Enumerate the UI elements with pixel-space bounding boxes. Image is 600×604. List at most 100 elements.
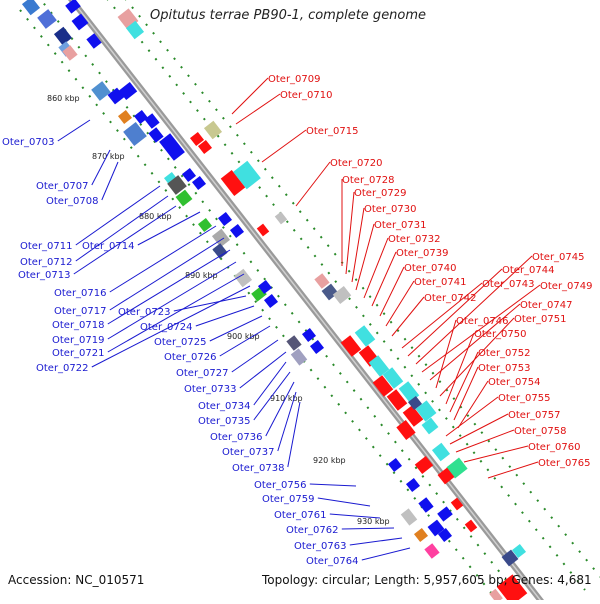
- accession-label: Accession: NC_010571: [8, 573, 145, 587]
- reverse-gene-label: Oter_0730: [364, 204, 417, 215]
- forward-gene-leader: [309, 483, 357, 487]
- reverse-gene-leader: [379, 266, 405, 317]
- forward-gene-leader: [329, 513, 381, 519]
- gene-block: [402, 405, 424, 427]
- forward-gene-leader: [173, 295, 247, 312]
- reverse-gene-label: Oter_0765: [538, 458, 591, 469]
- reverse-gene-leader: [445, 332, 475, 405]
- reverse-gene-leader: [449, 413, 509, 445]
- gene-block: [159, 133, 185, 161]
- gene-block: [148, 127, 164, 143]
- gene-block: [396, 420, 416, 440]
- kbp-label: 900 kbp: [227, 332, 260, 341]
- gene-block: [437, 527, 453, 543]
- gene-block: [191, 175, 207, 191]
- forward-gene-leader: [109, 225, 217, 293]
- gene-block: [382, 367, 404, 389]
- forward-gene-leader: [209, 315, 263, 342]
- forward-gene-leader: [349, 537, 403, 546]
- reverse-gene-label: Oter_0758: [514, 426, 567, 437]
- forward-gene-leader: [73, 205, 177, 275]
- kbp-label: 880 kbp: [139, 212, 172, 221]
- reverse-gene-label: Oter_0747: [520, 300, 573, 311]
- forward-gene-leader: [287, 401, 301, 468]
- gene-block: [125, 20, 145, 40]
- forward-gene-label: Oter_0735: [198, 416, 251, 427]
- gene-block: [424, 543, 440, 559]
- gene-block: [314, 273, 330, 289]
- gene-block: [372, 375, 394, 397]
- forward-gene-leader: [219, 325, 271, 357]
- reverse-gene-leader: [449, 351, 479, 413]
- genome-summary: Topology: circular; Length: 5,957,605 bp…: [262, 573, 592, 587]
- gene-block: [290, 348, 308, 366]
- forward-gene-label: Oter_0707: [36, 181, 89, 192]
- forward-gene-label: Oter_0713: [18, 270, 71, 281]
- gene-block: [197, 139, 213, 155]
- gene-block: [144, 113, 160, 129]
- kbp-label: 920 kbp: [313, 456, 346, 465]
- gene-block: [387, 457, 403, 473]
- reverse-gene-label: Oter_0731: [374, 220, 427, 231]
- gene-block: [181, 167, 197, 183]
- gene-block: [427, 519, 445, 537]
- gene-block: [413, 527, 429, 543]
- reverse-gene-leader: [295, 161, 331, 207]
- gene-block: [501, 549, 519, 567]
- forward-gene-leader: [91, 149, 111, 186]
- reverse-gene-label: Oter_0754: [488, 377, 541, 388]
- kbp-label: 860 kbp: [47, 94, 80, 103]
- reverse-gene-label: Oter_0750: [474, 329, 527, 340]
- gene-block: [211, 228, 231, 248]
- forward-gene-leader: [253, 361, 287, 406]
- gene-block: [233, 160, 261, 190]
- gene-block: [446, 457, 468, 479]
- gene-block: [340, 335, 362, 357]
- reverse-gene-leader: [421, 284, 541, 373]
- forward-gene-leader: [107, 249, 231, 325]
- forward-gene-leader: [195, 305, 255, 327]
- gene-block: [431, 442, 451, 462]
- gene-block: [229, 223, 245, 239]
- reverse-gene-leader: [463, 445, 529, 463]
- forward-gene-leader: [231, 339, 279, 373]
- genome-title: Opitutus terrae PB90-1, complete genome: [150, 8, 427, 23]
- reverse-gene-leader: [429, 303, 521, 381]
- gene-block: [220, 170, 246, 196]
- forward-gene-label: Oter_0762: [286, 525, 339, 536]
- forward-gene-leader: [57, 119, 91, 142]
- kbp-label: 910 kbp: [270, 394, 303, 403]
- forward-gene-label: Oter_0718: [52, 320, 105, 331]
- forward-gene-label: Oter_0712: [20, 257, 73, 268]
- forward-gene-leader: [75, 195, 169, 262]
- reverse-gene-leader: [439, 317, 515, 397]
- forward-gene-label: Oter_0738: [232, 463, 285, 474]
- gene-block: [464, 519, 478, 533]
- gene-block: [86, 33, 102, 49]
- reverse-gene-leader: [355, 223, 375, 291]
- reverse-gene-label: Oter_0741: [414, 277, 467, 288]
- reverse-gene-label: Oter_0745: [532, 252, 585, 263]
- reverse-gene-label: Oter_0732: [388, 234, 441, 245]
- reverse-gene-label: Oter_0746: [456, 316, 509, 327]
- reverse-gene-leader: [407, 268, 503, 357]
- reverse-gene-label: Oter_0749: [540, 281, 593, 292]
- forward-gene-label: Oter_0734: [198, 401, 251, 412]
- forward-gene-label: Oter_0756: [254, 480, 307, 491]
- gene-block: [167, 175, 187, 195]
- gene-block: [437, 467, 455, 485]
- gene-block: [421, 417, 439, 435]
- forward-gene-leader: [277, 391, 297, 452]
- reverse-gene-label: Oter_0715: [306, 126, 359, 137]
- gene-block: [118, 81, 138, 101]
- forward-gene-label: Oter_0726: [164, 352, 217, 363]
- gene-block: [309, 339, 325, 355]
- gene-block: [263, 293, 279, 309]
- reverse-gene-label: Oter_0751: [514, 314, 567, 325]
- gene-block: [257, 279, 273, 295]
- forward-gene-label: Oter_0708: [46, 196, 99, 207]
- forward-gene-leader: [253, 371, 291, 421]
- forward-gene-label: Oter_0727: [176, 368, 229, 379]
- forward-gene-leader: [341, 527, 395, 530]
- gene-block: [301, 327, 317, 343]
